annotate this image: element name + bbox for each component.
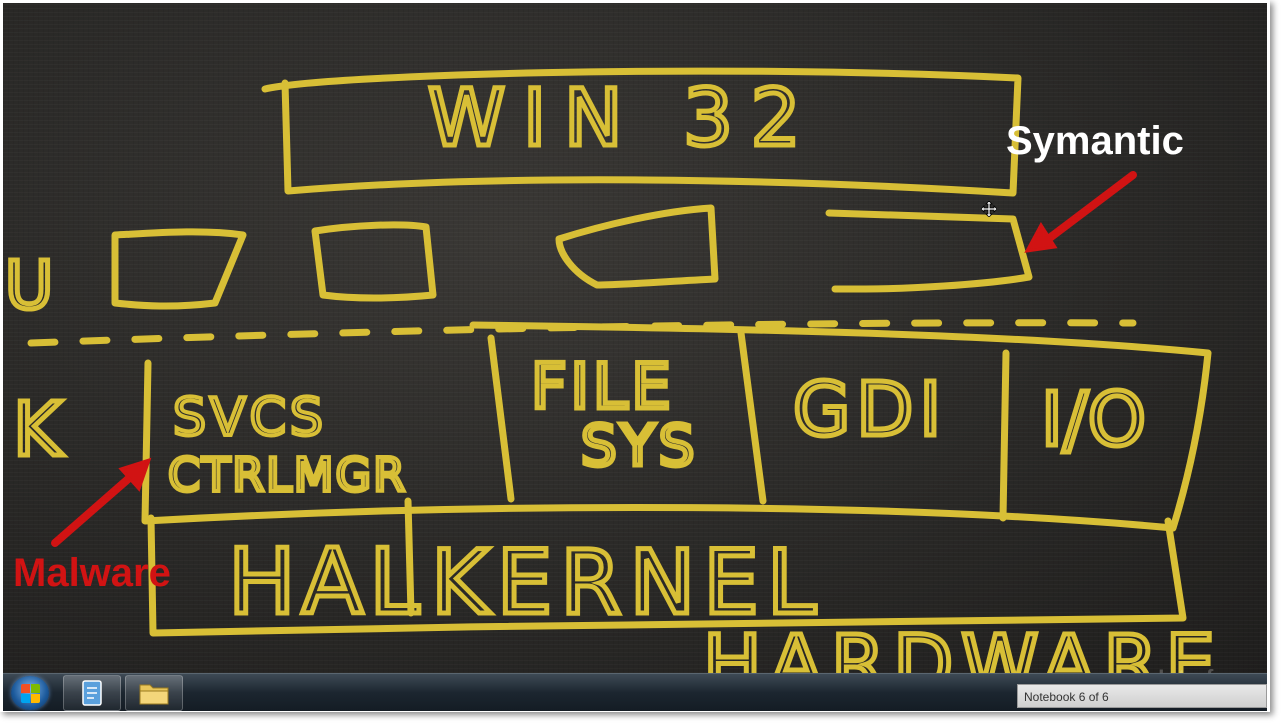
callout-arrows (51, 171, 1137, 547)
gdi-label: GDI (793, 367, 947, 453)
io-label: I/O (1041, 377, 1146, 463)
user-box-4 (825, 209, 1033, 293)
symantic-callout: Symantic (1006, 119, 1184, 163)
user-box-2 (311, 221, 437, 302)
hal-kernel-box (147, 514, 1187, 637)
diagram-drawing (27, 67, 1212, 637)
symantic-arrow (1039, 171, 1137, 247)
symantic-arrowhead (1024, 222, 1058, 253)
sys-label: SYS (581, 414, 698, 479)
folder-icon (139, 684, 169, 705)
hal-label: HAL (228, 530, 425, 635)
chalkboard-canvas: WIN 32 U K SVCS CTRLMGR FILE SYS GDI I/O… (3, 3, 1267, 673)
taskbar: Notebook 6 of 6 (3, 673, 1267, 711)
handwriting-layer: WIN 32 U K SVCS CTRLMGR FILE SYS GDI I/O… (3, 72, 1223, 674)
win32-box (261, 67, 1022, 197)
win32-label: WIN 32 (428, 74, 819, 164)
screenshot-frame: WIN 32 U K SVCS CTRLMGR FILE SYS GDI I/O… (3, 3, 1267, 711)
file-label: FILE (531, 350, 675, 423)
kernel-label: KERNEL (431, 531, 824, 634)
notepad-icon (82, 680, 102, 706)
svcs-label: SVCS (173, 388, 327, 448)
user-box-1 (111, 228, 247, 310)
malware-callout: Malware (13, 551, 171, 595)
divider-filesys (487, 334, 515, 503)
malware-arrowhead (118, 457, 152, 492)
notebook-page-status: Notebook 6 of 6 (1017, 684, 1267, 708)
taskbar-app-explorer[interactable] (125, 675, 183, 711)
divider-gdi (737, 329, 767, 505)
kernel-services-box (141, 321, 1212, 532)
user-box-3 (555, 204, 719, 289)
move-cursor-icon (981, 201, 997, 217)
malware-arrow (51, 469, 139, 547)
divider-hal-kernel (404, 497, 415, 617)
divider-io (999, 349, 1010, 522)
windows-orb-icon[interactable] (11, 676, 49, 710)
taskbar-app-notepad[interactable] (63, 675, 121, 711)
hardware-label: HARDWARE (703, 620, 1223, 673)
user-mode-label: U (5, 247, 53, 324)
kernel-mode-label: K (13, 387, 64, 473)
ctrlmgr-label: CTRLMGR (168, 448, 407, 502)
